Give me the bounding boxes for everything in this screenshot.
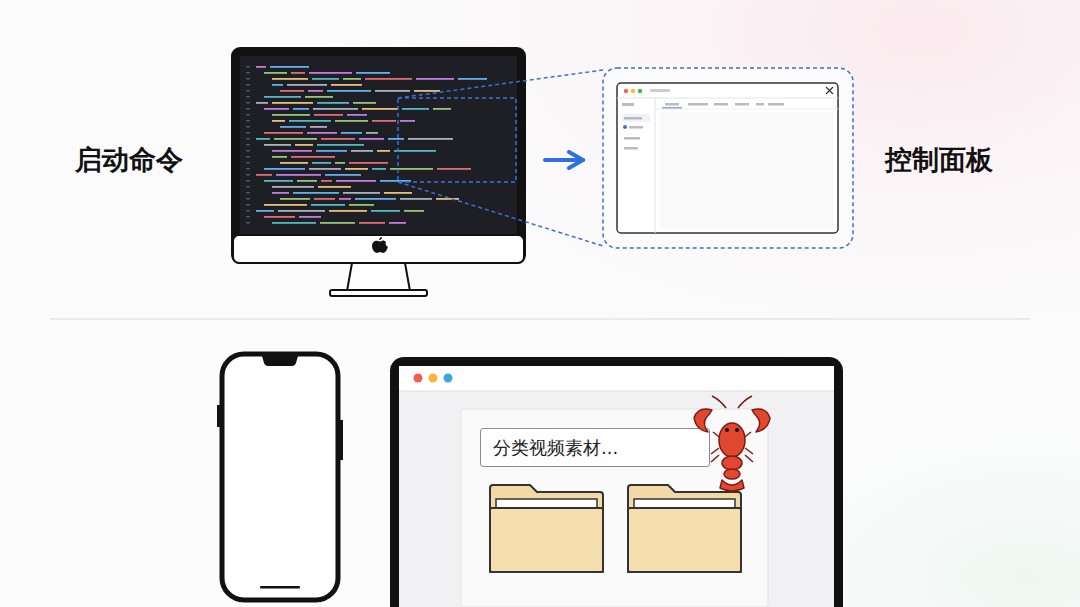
imac-monitor [232, 48, 525, 296]
zoom-lines [398, 68, 853, 248]
folder-icon [628, 485, 741, 572]
phone [217, 354, 343, 600]
search-input: 分类视频素材... [480, 428, 710, 467]
control-panel-window [617, 83, 838, 233]
section-label: 控制面板 [885, 142, 993, 178]
flow-arrow [545, 158, 583, 162]
divider [50, 318, 1030, 320]
folder-icon [490, 485, 603, 572]
input-text: 分类视频素材... [493, 436, 618, 460]
section-label: 启动命令 [75, 142, 183, 178]
laptop [390, 357, 843, 607]
